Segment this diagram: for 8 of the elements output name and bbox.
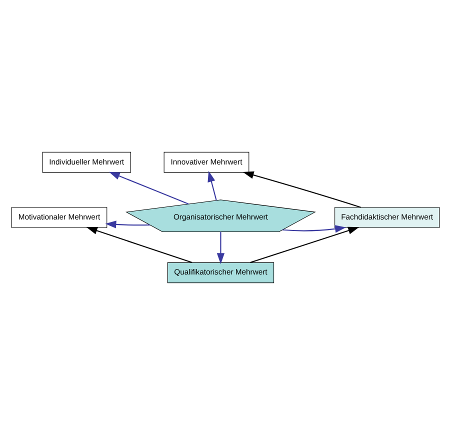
arrow: [216, 231, 225, 264]
arrow: [250, 226, 360, 263]
arrow: [208, 170, 217, 200]
arrow: [242, 170, 361, 208]
arrow: [105, 220, 150, 228]
arrow: [108, 171, 189, 204]
arrow: [86, 226, 192, 263]
arrow: [282, 224, 346, 232]
